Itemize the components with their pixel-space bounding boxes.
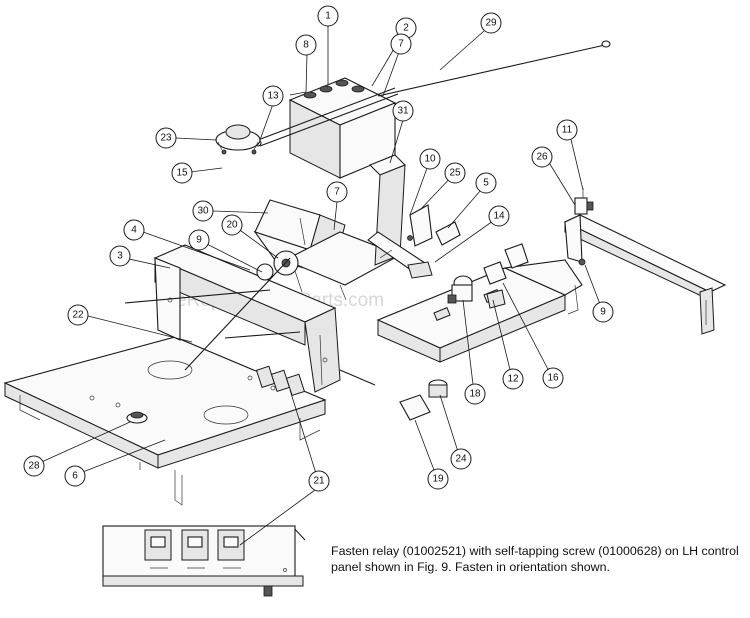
svg-text:30: 30: [197, 206, 209, 217]
callout-19: 19: [427, 468, 449, 490]
inset-lh-control-panel: [102, 525, 306, 597]
svg-text:4: 4: [131, 225, 137, 236]
switch-component: [215, 124, 261, 155]
svg-text:7: 7: [398, 39, 404, 50]
svg-text:21: 21: [313, 476, 325, 487]
callout-15: 15: [171, 162, 193, 184]
callout-12: 12: [502, 368, 524, 390]
small-brackets: [407, 204, 461, 247]
svg-text:23: 23: [160, 133, 172, 144]
callout-18: 18: [464, 383, 486, 405]
svg-text:19: 19: [432, 474, 444, 485]
callout-6: 6: [64, 465, 86, 487]
svg-text:24: 24: [455, 454, 467, 465]
callout-1: 1: [317, 5, 339, 27]
panel-components: [399, 243, 529, 421]
svg-text:28: 28: [28, 461, 40, 472]
svg-text:6: 6: [72, 471, 78, 482]
callout-8: 8: [295, 34, 317, 56]
svg-text:31: 31: [397, 106, 409, 117]
svg-text:29: 29: [485, 18, 497, 29]
svg-text:9: 9: [196, 235, 202, 246]
svg-text:12: 12: [507, 374, 519, 385]
svg-text:22: 22: [72, 310, 84, 321]
callout-26: 26: [531, 146, 553, 168]
callout-4: 4: [123, 219, 145, 241]
assembly-note: Fasten relay (01002521) with self-tappin…: [331, 544, 739, 574]
left-frame-bracket: [153, 244, 341, 393]
relays-on-plate: [255, 365, 306, 397]
svg-text:15: 15: [176, 168, 188, 179]
callout-3: 3: [109, 245, 131, 267]
base-plate: [3, 336, 327, 506]
callout-13: 13: [262, 85, 284, 107]
svg-text:1: 1: [325, 11, 331, 22]
callout-16: 16: [542, 367, 564, 389]
svg-text:18: 18: [469, 389, 481, 400]
battery: [288, 77, 397, 179]
callouts: 1 2 29 8 7 13 31 23 11 26 15 10 25 5 7 3…: [23, 5, 614, 492]
knob: [126, 411, 148, 424]
svg-text:14: 14: [493, 211, 505, 222]
svg-text:10: 10: [424, 154, 436, 165]
svg-text:11: 11: [562, 125, 573, 136]
callout-9: 9: [188, 229, 210, 251]
callout-29: 29: [480, 12, 502, 34]
callout-9b: 9: [592, 301, 614, 323]
callout-23: 23: [155, 127, 177, 149]
svg-text:7: 7: [334, 187, 340, 198]
callout-7b: 7: [326, 181, 348, 203]
svg-text:16: 16: [547, 373, 559, 384]
lever-arm: [367, 231, 433, 279]
svg-text:26: 26: [536, 152, 548, 163]
linkage-rod: [124, 257, 376, 386]
callout-21: 21: [308, 470, 330, 492]
rh-control-panel: [376, 259, 583, 363]
svg-text:20: 20: [226, 220, 238, 231]
right-frame-bracket: [563, 188, 727, 335]
svg-text:13: 13: [267, 91, 279, 102]
callout-14: 14: [488, 205, 510, 227]
callout-7: 7: [390, 33, 412, 55]
svg-text:3: 3: [117, 251, 123, 262]
svg-text:2: 2: [403, 23, 409, 34]
callout-30: 30: [192, 200, 214, 222]
callout-22: 22: [67, 304, 89, 326]
long-rod: [377, 40, 611, 97]
callout-28: 28: [23, 455, 45, 477]
svg-text:8: 8: [303, 40, 309, 51]
callout-11: 11: [556, 119, 578, 141]
callout-20: 20: [221, 214, 243, 236]
callout-5: 5: [475, 172, 497, 194]
svg-text:5: 5: [483, 178, 489, 189]
callout-10: 10: [419, 148, 441, 170]
callout-25: 25: [444, 162, 466, 184]
callout-31: 31: [392, 100, 414, 122]
callout-24: 24: [450, 448, 472, 470]
svg-text:25: 25: [449, 168, 461, 179]
svg-text:9: 9: [600, 307, 606, 318]
